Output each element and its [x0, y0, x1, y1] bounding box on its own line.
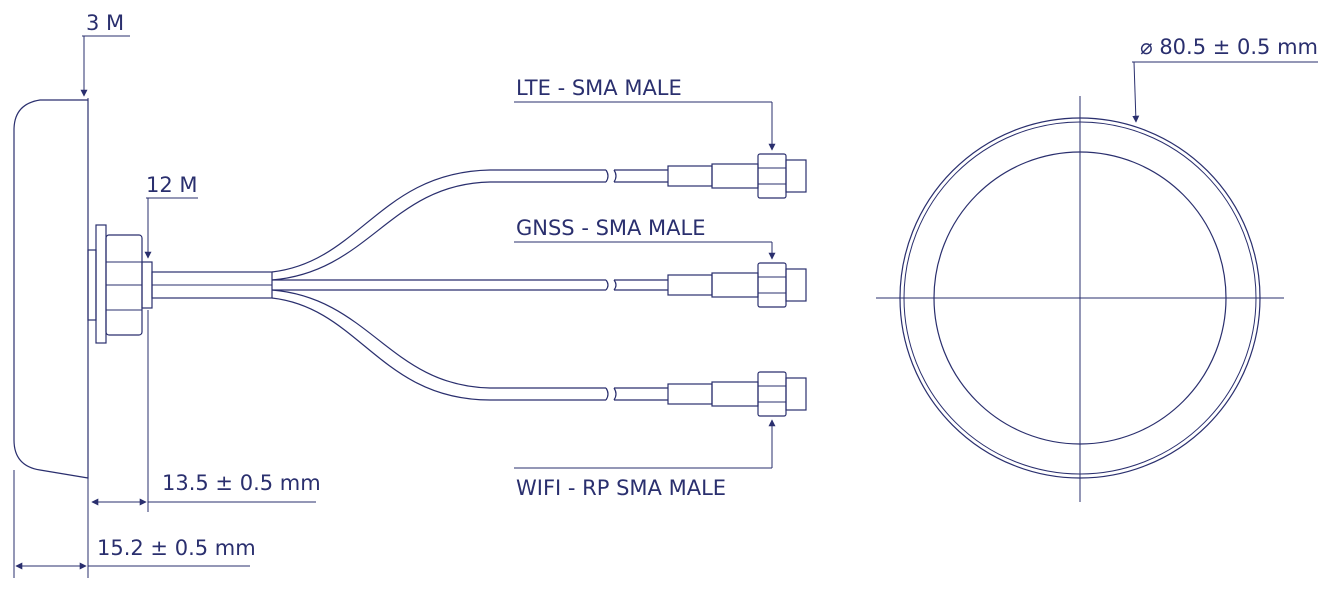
- cable-gnss: [272, 279, 668, 291]
- mounting-nut: [87, 224, 153, 344]
- antenna-housing-side-view: [13, 98, 89, 480]
- label-wifi: WIFI - RP SMA MALE: [516, 476, 726, 500]
- dimension-diameter: ⌀ 80.5 ± 0.5 mm: [1132, 35, 1318, 123]
- label-diameter: ⌀ 80.5 ± 0.5 mm: [1140, 35, 1318, 59]
- label-12m-callout: 12 M: [144, 173, 198, 259]
- label-gnss: GNSS - SMA MALE: [516, 216, 706, 240]
- label-3m-callout: 3 M: [80, 11, 130, 97]
- label-wifi-callout: WIFI - RP SMA MALE: [514, 419, 776, 500]
- dimension-15-2mm: 15.2 ± 0.5 mm: [13, 470, 256, 578]
- label-3m: 3 M: [86, 11, 124, 35]
- cable-lte: [271, 169, 668, 281]
- label-13-5mm: 13.5 ± 0.5 mm: [162, 471, 321, 495]
- label-lte-callout: LTE - SMA MALE: [514, 76, 776, 151]
- connector-gnss: [667, 262, 807, 308]
- connector-lte: [667, 153, 807, 199]
- label-12m: 12 M: [146, 173, 198, 197]
- dimension-13-5mm: 13.5 ± 0.5 mm: [91, 310, 321, 512]
- cable-wifi: [271, 289, 668, 401]
- antenna-top-view: [876, 96, 1284, 502]
- label-lte: LTE - SMA MALE: [516, 76, 682, 100]
- cable-bundle: [151, 271, 273, 299]
- connector-wifi: [667, 371, 807, 417]
- label-15-2mm: 15.2 ± 0.5 mm: [97, 536, 256, 560]
- label-gnss-callout: GNSS - SMA MALE: [514, 216, 776, 260]
